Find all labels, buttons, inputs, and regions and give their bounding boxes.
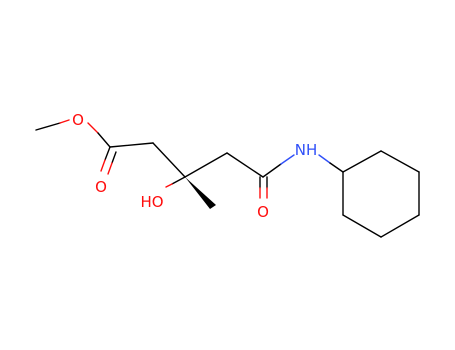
- bond-amide-n-blue: [280, 154, 295, 165]
- atom-hydroxyl: HO: [140, 193, 163, 211]
- ring-bond-1: [342, 150, 382, 173]
- atom-methoxy-oxygen: O: [72, 111, 84, 129]
- ring-bond-4: [380, 214, 420, 238]
- wedge-methyl: [185, 177, 216, 209]
- bond-o-carbonyl: [97, 132, 111, 148]
- bond-ch2-quat: [152, 142, 186, 178]
- bond-methyl-o-red: [59, 119, 70, 124]
- bond-quat-ch2b: [184, 152, 228, 178]
- ring-bond-2: [380, 150, 420, 173]
- bond-n-cyclohexyl-blue: [318, 154, 331, 164]
- bond-n-cyclohexyl: [329, 162, 344, 173]
- ring-bond-5: [342, 214, 382, 238]
- bond-c-o-double-2-red: [107, 162, 113, 175]
- bond-carbonyl-ch2: [109, 142, 154, 148]
- bond-methyl-o: [35, 122, 61, 131]
- bond-c-o-double-1: [104, 146, 111, 161]
- bond-c-o-double-2: [111, 151, 117, 164]
- atom-amide-nitrogen: NH: [295, 141, 318, 159]
- bond-quat-oh-red: [165, 183, 173, 188]
- bond-amide-n: [262, 163, 282, 178]
- bond-o-carbonyl-red: [87, 122, 99, 134]
- bond-quat-oh: [171, 176, 186, 185]
- atom-amide-carbonyl-oxygen: O: [257, 203, 269, 221]
- bond-ch2b-amide: [226, 152, 264, 178]
- bond-c-o-double-1-red: [100, 159, 106, 172]
- atom-ester-carbonyl-oxygen: O: [95, 178, 107, 196]
